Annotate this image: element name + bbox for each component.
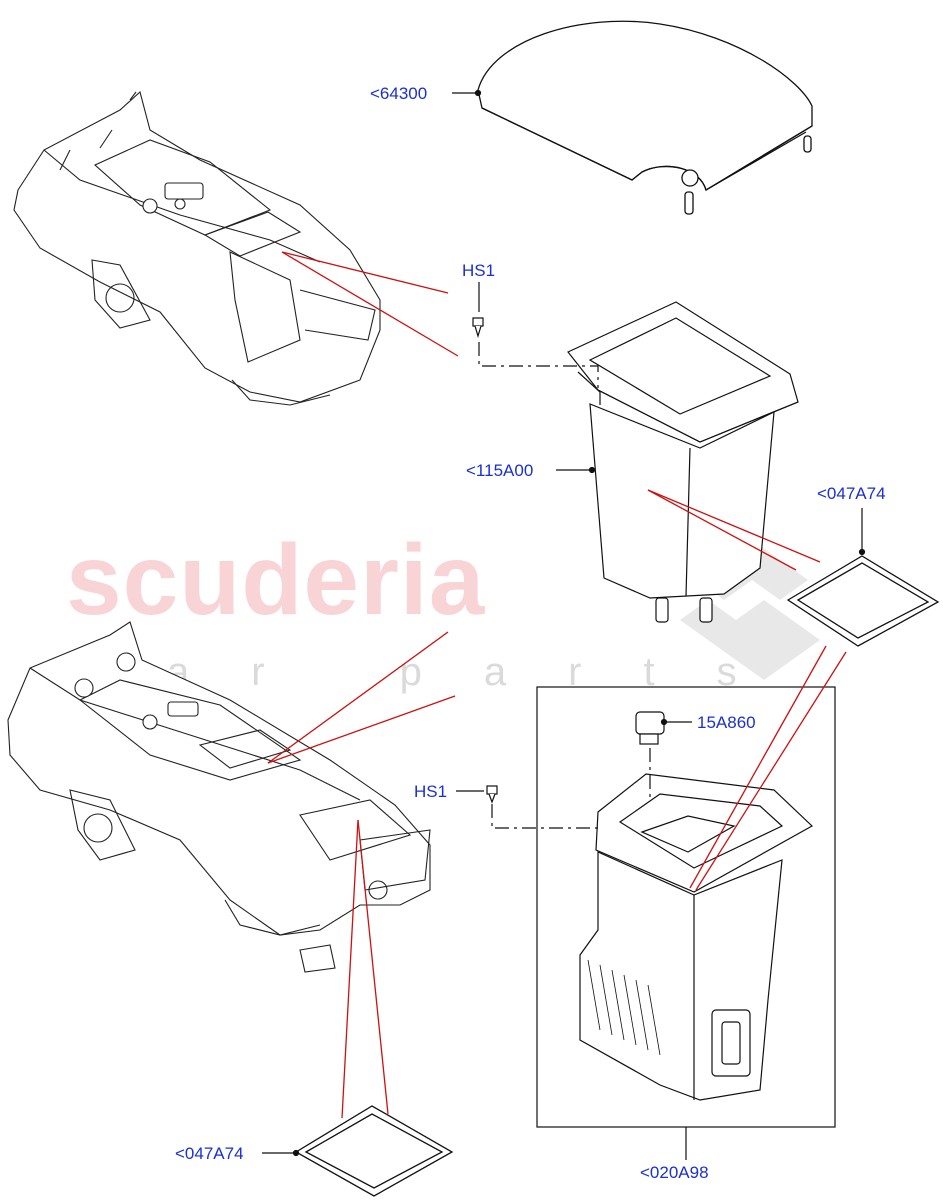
- callout-storage-mat-lower: <047A74: [175, 1144, 244, 1163]
- storage-mat-upper-part: [786, 555, 940, 647]
- cooler-assembly-part: [536, 686, 836, 1128]
- screw-lower-part: [486, 785, 498, 804]
- callout-cooler-assembly: <020A98: [640, 1163, 709, 1182]
- callout-leaders: [262, 89, 866, 1160]
- callout-switch: 15A860: [697, 713, 756, 732]
- console-upper-part: [13, 90, 381, 406]
- reference-lines: [267, 251, 847, 1119]
- storage-bin-upper-part: [567, 301, 799, 623]
- screw-upper-part: [472, 317, 484, 339]
- console-lower-part: [7, 621, 431, 973]
- callout-armrest-lid: <64300: [370, 84, 428, 103]
- storage-mat-lower-part: [294, 1105, 454, 1197]
- armrest-lid-part: [477, 20, 813, 215]
- callout-screw-lower: HS1: [414, 782, 448, 801]
- callout-screw-upper: HS1: [462, 261, 496, 280]
- watermark-brand: scuderia: [66, 524, 486, 636]
- callout-storage-mat-upper: <047A74: [817, 484, 886, 503]
- callout-storage-bin: <115A00: [466, 461, 534, 480]
